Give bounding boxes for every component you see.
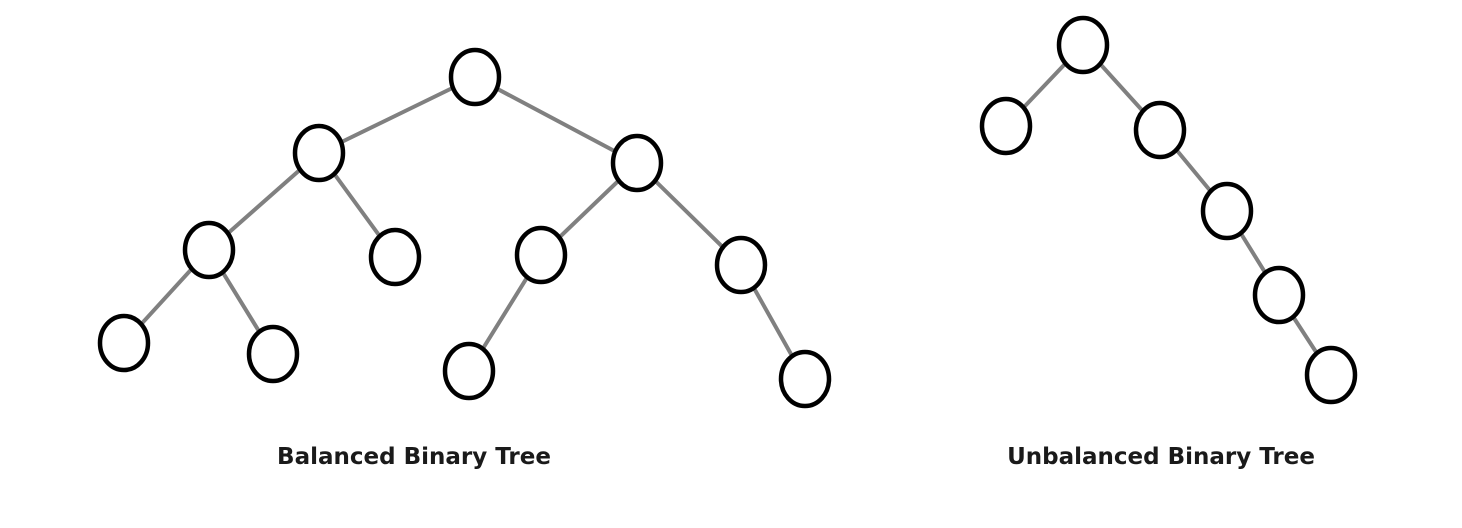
balanced-tree-node-2 — [610, 133, 664, 193]
balanced-tree-node-1 — [292, 123, 346, 183]
unbalanced-tree-node-3 — [1200, 181, 1254, 241]
balanced-tree-node-8 — [246, 324, 300, 384]
balanced-tree — [97, 47, 832, 409]
balanced-edge-0-1 — [317, 75, 477, 155]
balanced-tree-node-7 — [97, 313, 151, 373]
unbalanced-tree-node-1 — [979, 96, 1033, 156]
unbalanced-tree-node-5 — [1304, 345, 1358, 405]
balanced-tree-node-10 — [778, 349, 832, 409]
balanced-tree-node-9 — [442, 341, 496, 401]
balanced-tree-node-5 — [514, 225, 568, 285]
balanced-tree-node-4 — [368, 227, 422, 287]
balanced-tree-caption: Balanced Binary Tree — [277, 444, 551, 470]
balanced-tree-node-6 — [714, 235, 768, 295]
balanced-tree-node-0 — [448, 47, 502, 107]
unbalanced-tree-node-0 — [1056, 15, 1110, 75]
balanced-tree-node-3 — [182, 220, 236, 280]
unbalanced-tree-node-2 — [1133, 100, 1187, 160]
unbalanced-tree — [979, 15, 1358, 405]
unbalanced-tree-node-4 — [1252, 265, 1306, 325]
balanced-edge-0-2 — [473, 75, 639, 165]
unbalanced-tree-caption: Unbalanced Binary Tree — [1007, 444, 1315, 470]
